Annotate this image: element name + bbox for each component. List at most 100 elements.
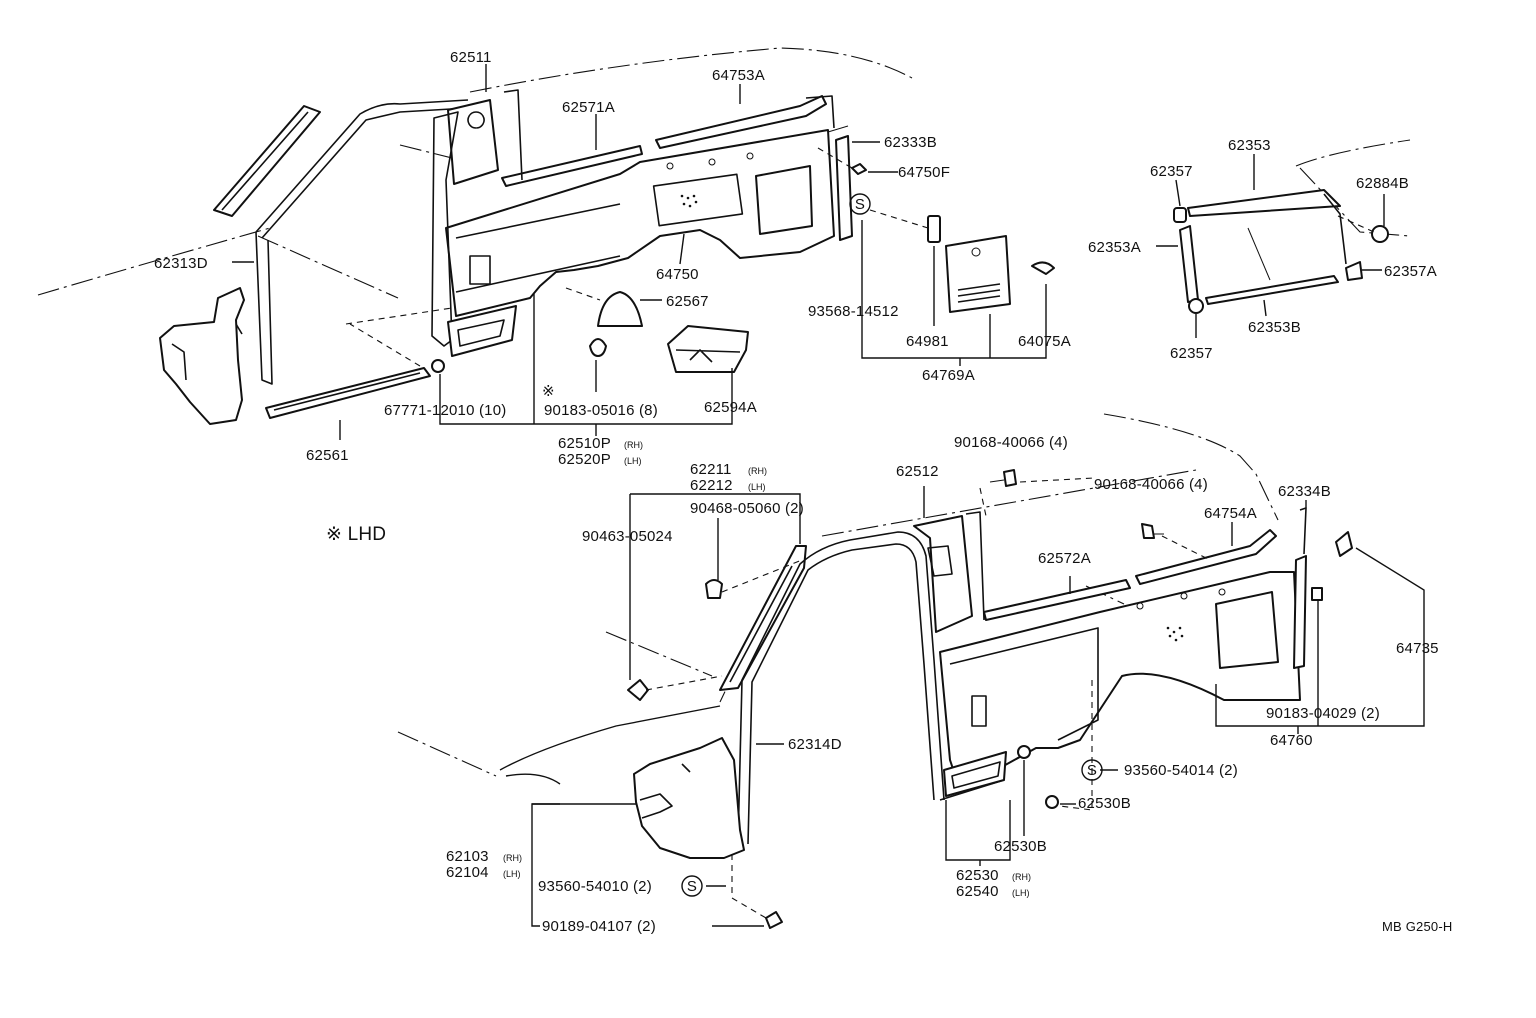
clip-90468 <box>705 579 723 599</box>
label-90463-05024: 90463-05024 <box>582 528 673 545</box>
pocket-62594A <box>667 325 749 373</box>
quarter-trim-cutout <box>469 255 491 285</box>
label-64760: 64760 <box>1270 732 1313 749</box>
label-90189-04107: 90189-04107 (2) <box>542 918 656 935</box>
lhd-note: ※ LHD <box>326 524 386 545</box>
rear-pillar-strip-62334B <box>1293 555 1307 669</box>
label-62211: 62211 <box>690 461 732 478</box>
upper-assembly <box>37 47 1055 440</box>
label-62530: 62530 <box>956 867 999 884</box>
clip-64981 <box>927 215 941 243</box>
label-62334B: 62334B <box>1278 483 1331 500</box>
label-62314D: 62314D <box>788 736 842 753</box>
label-62510P-rh: (RH) <box>624 440 643 450</box>
label-62104: 62104 <box>446 864 489 881</box>
clip-62530B-upper <box>1017 745 1031 759</box>
label-90183-04029: 90183-04029 (2) <box>1266 705 1380 722</box>
s-symbol-upper: S <box>849 193 871 215</box>
label-62103-rh: (RH) <box>503 853 522 863</box>
clip-62357-top <box>1173 207 1187 223</box>
rear-window-frame <box>1156 139 1411 338</box>
windshield-molding <box>213 105 321 217</box>
lamp-64735 <box>1335 531 1353 557</box>
roof-side-rail-62572A <box>983 579 1131 621</box>
label-62353B: 62353B <box>1248 319 1301 336</box>
label-90468-05060: 90468-05060 (2) <box>690 500 804 517</box>
label-64753A: 64753A <box>712 67 765 84</box>
body-outline-roof <box>469 47 913 93</box>
label-93560-54014: 93560-54014 (2) <box>1124 762 1238 779</box>
frame-top-62353 <box>1187 189 1341 217</box>
label-62530B-upper: 62530B <box>994 838 1047 855</box>
roof-side-rail-64753A <box>655 95 827 149</box>
s-symbol-lower-right: S <box>1081 759 1103 781</box>
label-64750F: 64750F <box>898 164 950 181</box>
label-62540: 62540 <box>956 883 999 900</box>
screw-90168-upper <box>1003 469 1017 487</box>
label-62561: 62561 <box>306 447 349 464</box>
label-62333B: 62333B <box>884 134 937 151</box>
quarter-trim-64760 <box>939 571 1301 791</box>
lower-assembly: S S S <box>397 193 1425 929</box>
label-64981: 64981 <box>906 333 949 350</box>
center-pillar-62512 <box>913 515 973 633</box>
clip-62357-bottom <box>1188 298 1204 314</box>
s-symbol-lower-left: S <box>681 875 703 897</box>
clip-90183-05016 <box>589 338 607 357</box>
label-90168-40066-a: 90168-40066 (4) <box>954 434 1068 451</box>
kick-panel <box>159 287 245 425</box>
label-62212-lh: (LH) <box>748 482 766 492</box>
label-62357-bottom: 62357 <box>1170 345 1213 362</box>
clip-62884B <box>1371 225 1389 243</box>
asterisk-mark: ※ <box>542 383 555 400</box>
roof-side-rail-62571A <box>501 145 643 187</box>
label-93560-54010: 93560-54010 (2) <box>538 878 652 895</box>
label-62540-lh: (LH) <box>1012 888 1030 898</box>
label-62520P: 62520P <box>558 451 611 468</box>
clip-62530B-lower <box>1045 795 1059 809</box>
label-64754A: 64754A <box>1204 505 1257 522</box>
svg-text:S: S <box>855 196 865 213</box>
part-number-labels: 62511 64753A 62571A 62333B 64750F 62313D… <box>154 49 1452 935</box>
label-62353: 62353 <box>1228 137 1271 154</box>
label-62212: 62212 <box>690 477 733 494</box>
front-pillar-trim-62211 <box>719 545 807 691</box>
clip-62357A <box>1345 261 1363 281</box>
rear-pillar-strip <box>835 135 853 241</box>
label-62572A: 62572A <box>1038 550 1091 567</box>
cover-62567 <box>597 291 643 327</box>
door-opening-trim-62314D <box>737 531 945 845</box>
center-pillar-62511 <box>447 99 499 185</box>
label-62567: 62567 <box>666 293 709 310</box>
kick-panel-lower <box>633 737 745 859</box>
label-62357A: 62357A <box>1384 263 1437 280</box>
label-64769A: 64769A <box>922 367 975 384</box>
clip-90463 <box>627 679 649 701</box>
front-pillar-garnish <box>255 99 469 239</box>
svg-text:S: S <box>687 878 697 895</box>
clip-67771 <box>431 359 445 373</box>
svg-text:S: S <box>1087 762 1097 779</box>
body-outline-hood <box>37 227 271 296</box>
body-outline-quarter <box>399 144 481 166</box>
label-93568-14512: 93568-14512 <box>808 303 899 320</box>
label-62571A: 62571A <box>562 99 615 116</box>
label-62353A: 62353A <box>1088 239 1141 256</box>
label-64075A: 64075A <box>1018 333 1071 350</box>
scuff-plate-62594A <box>447 305 517 357</box>
label-62530B-lower: 62530B <box>1078 795 1131 812</box>
clip-90189 <box>765 911 783 929</box>
label-62211-rh: (RH) <box>748 466 767 476</box>
label-62594A: 62594A <box>704 399 757 416</box>
label-62530-rh: (RH) <box>1012 872 1031 882</box>
roof-side-rail-64754A <box>1135 529 1277 585</box>
label-64750: 64750 <box>656 266 699 283</box>
label-67771-12010: 67771-12010 (10) <box>384 402 506 419</box>
body-outline-window <box>257 235 399 299</box>
clip-64075A <box>1031 261 1055 275</box>
drawing-code: MB G250-H <box>1382 919 1452 934</box>
label-62520P-lh: (LH) <box>624 456 642 466</box>
label-64735: 64735 <box>1396 640 1439 657</box>
frame-bottom-62353B <box>1205 275 1339 305</box>
cover-64769A <box>945 235 1011 313</box>
